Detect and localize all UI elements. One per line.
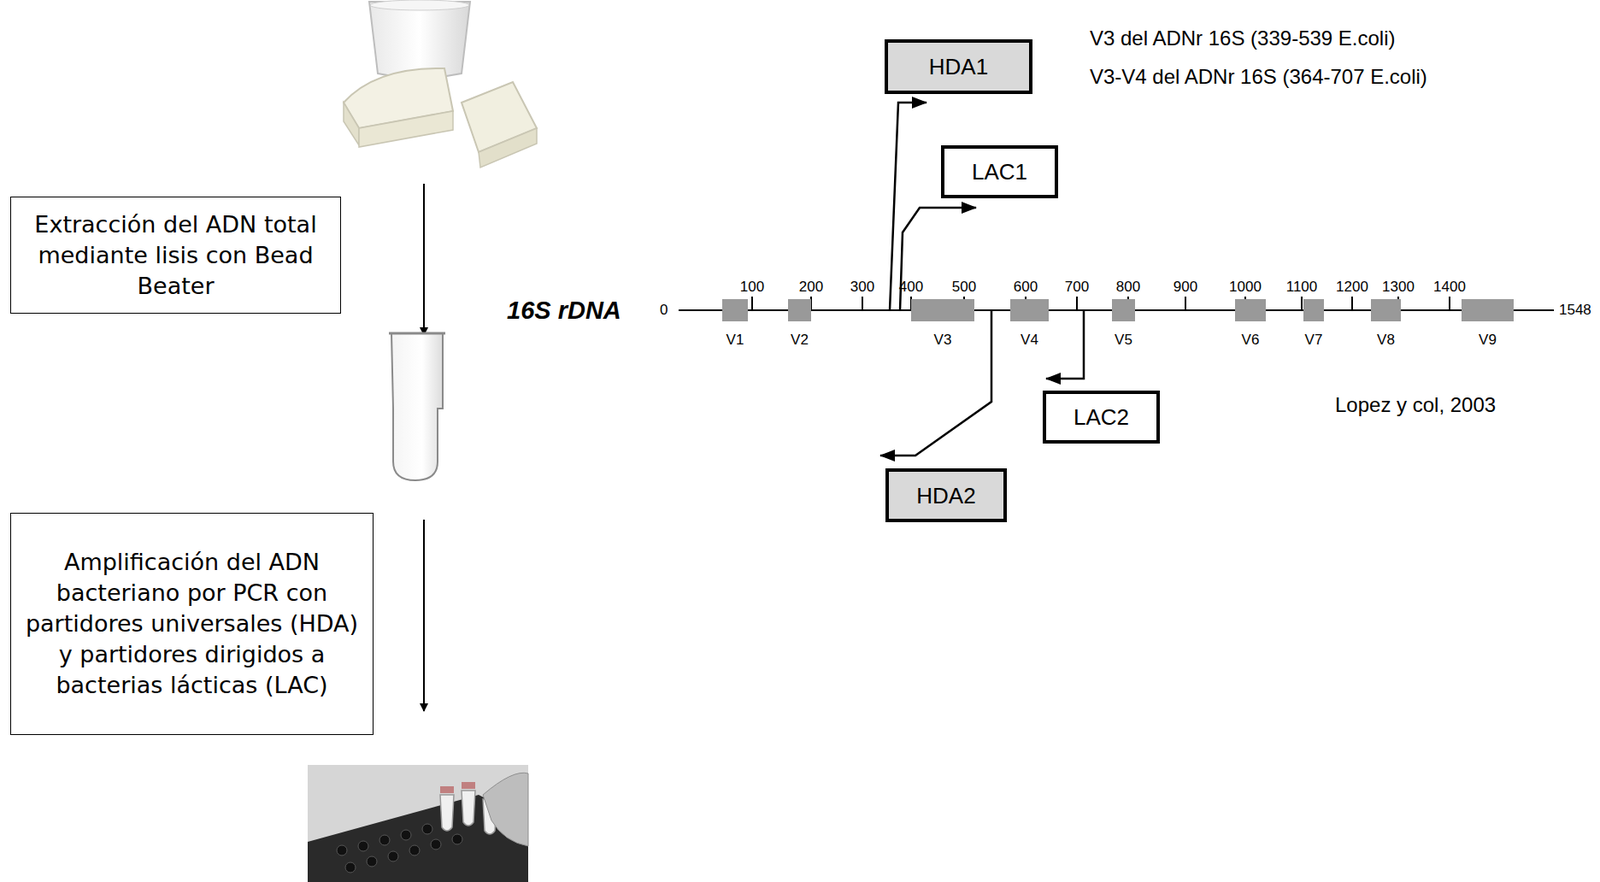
region-name: V9 bbox=[1478, 331, 1497, 349]
box-text: Amplificación del ADN bacteriano por PCR… bbox=[19, 547, 365, 701]
pcr-photo bbox=[307, 764, 529, 882]
box-text: LAC1 bbox=[971, 158, 1028, 185]
scale-number: 1548 bbox=[1558, 301, 1592, 319]
box-text: Extracción del ADN total mediante lisis … bbox=[19, 209, 332, 302]
scale-number: 1100 bbox=[1286, 278, 1318, 296]
scale-number: 400 bbox=[899, 278, 924, 296]
region-name: V7 bbox=[1305, 331, 1324, 349]
flow-arrow bbox=[423, 183, 425, 336]
process-box: Extracción del ADN total mediante lisis … bbox=[10, 196, 342, 314]
scale-number: 100 bbox=[740, 278, 765, 296]
scale-number: 200 bbox=[799, 278, 824, 296]
region-note: V3 del ADNr 16S (339-539 E.coli) bbox=[1089, 26, 1396, 51]
scale-number: 900 bbox=[1173, 278, 1198, 296]
box-text: LAC2 bbox=[1073, 404, 1130, 430]
test-tube bbox=[388, 333, 446, 481]
scale-number: 500 bbox=[952, 278, 977, 296]
scale-number: 300 bbox=[850, 278, 875, 296]
region-name: V4 bbox=[1020, 331, 1039, 349]
scale-number: 1200 bbox=[1335, 278, 1369, 296]
flow-arrow bbox=[423, 519, 425, 712]
milk-glass bbox=[369, 0, 471, 78]
box-text: HDA2 bbox=[916, 482, 976, 509]
primer-box: LAC2 bbox=[1042, 390, 1160, 444]
citation: Lopez y col, 2003 bbox=[1335, 393, 1496, 418]
scale-number: 1300 bbox=[1382, 278, 1415, 296]
primer-box: HDA1 bbox=[884, 39, 1033, 95]
scale-number: 600 bbox=[1013, 278, 1038, 296]
scale-number: 800 bbox=[1116, 278, 1141, 296]
region-name: V3 bbox=[934, 331, 953, 349]
rdna-map bbox=[678, 296, 1554, 322]
region-name: V5 bbox=[1114, 331, 1133, 349]
primer-box: LAC1 bbox=[941, 145, 1059, 199]
scale-number: 700 bbox=[1064, 278, 1089, 296]
region-name: V6 bbox=[1241, 331, 1260, 349]
primer-box: HDA2 bbox=[885, 468, 1007, 523]
process-box: Amplificación del ADN bacteriano por PCR… bbox=[10, 512, 374, 736]
region-note: V3-V4 del ADNr 16S (364-707 E.coli) bbox=[1089, 64, 1428, 89]
cheese bbox=[343, 68, 537, 168]
scale-number: 0 bbox=[659, 301, 668, 319]
scale-number: 1400 bbox=[1433, 278, 1466, 296]
region-name: V2 bbox=[790, 331, 809, 349]
scale-number: 1000 bbox=[1229, 278, 1262, 296]
box-text: HDA1 bbox=[929, 53, 989, 80]
gene-name: 16S rDNA bbox=[506, 296, 622, 325]
region-name: V8 bbox=[1376, 331, 1395, 349]
region-name: V1 bbox=[726, 331, 745, 349]
